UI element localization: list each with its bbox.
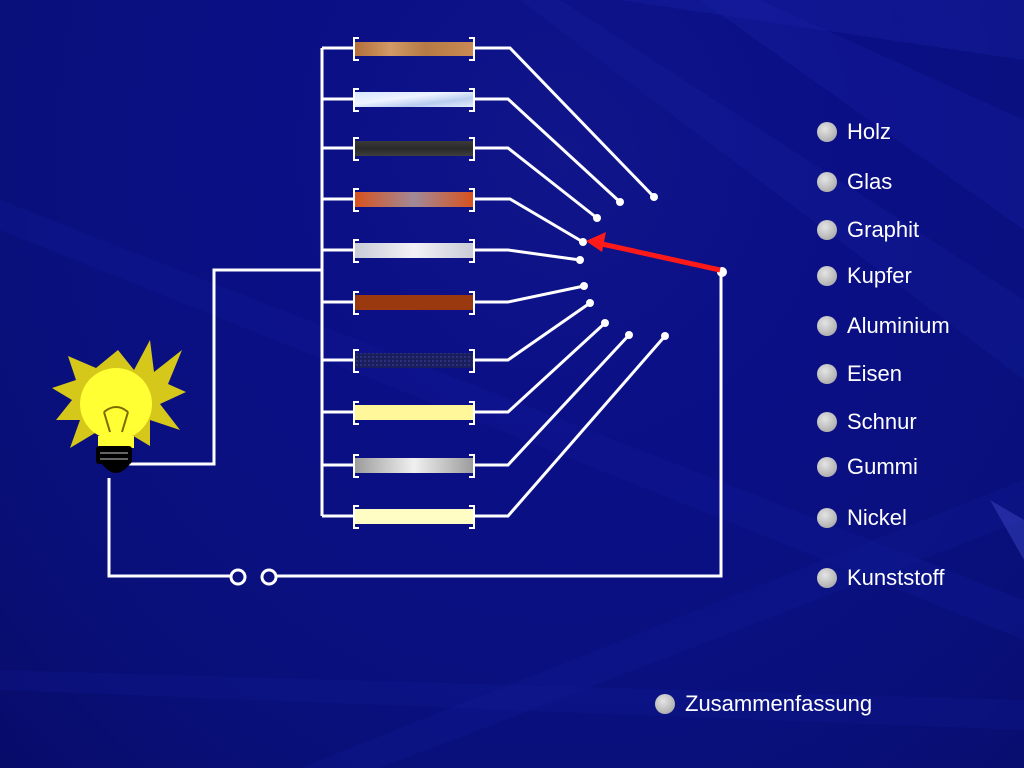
summary-label: Zusammenfassung [685,691,873,716]
rung-kupfer [322,192,587,246]
sample-gummi [355,405,473,420]
bullet-icon [817,122,837,142]
material-button-aluminium[interactable]: Aluminium [817,314,950,338]
material-label: Gummi [847,454,918,479]
red-arrow-pointer-icon [586,232,721,273]
bullet-icon [817,457,837,477]
material-button-eisen[interactable]: Eisen [817,362,902,386]
material-label: Kupfer [847,263,912,288]
sample-brackets [353,37,475,529]
material-label: Glas [847,169,893,194]
material-button-nickel[interactable]: Nickel [817,506,907,530]
sample-kunststoff [355,509,473,524]
material-button-glas[interactable]: Glas [817,170,892,194]
material-label: Kunststoff [847,565,945,590]
bullet-icon [817,508,837,528]
rung-nickel [322,331,633,473]
material-button-holz[interactable]: Holz [817,120,891,144]
bullet-icon [817,364,837,384]
sample-holz [355,42,473,56]
sample-glas [355,92,473,107]
sample-aluminium [355,243,473,258]
material-button-graphit[interactable]: Graphit [817,218,919,242]
bullet-icon [817,412,837,432]
rung-eisen [322,282,588,310]
bullet-icon [655,694,675,714]
sample-schnur [355,353,473,368]
material-label: Nickel [847,505,907,530]
switch-contacts-icon [229,568,278,586]
rung-aluminium [322,243,584,264]
summary-button[interactable]: Zusammenfassung [655,692,872,716]
rung-kunststoff [322,332,669,524]
bullet-icon [817,316,837,336]
rung-holz [322,42,658,201]
sample-kupfer [355,192,473,207]
material-label: Graphit [847,217,920,242]
bullet-icon [817,172,837,192]
material-label: Holz [847,119,892,144]
rung-graphit [322,141,601,222]
rung-glas [322,92,624,206]
material-label: Schnur [847,409,917,434]
light-bulb-icon [52,340,186,473]
rung-schnur [322,299,594,368]
bullet-icon [817,266,837,286]
sample-nickel [355,458,473,473]
sample-eisen [355,295,473,310]
bullet-icon [817,568,837,588]
material-label: Aluminium [847,313,950,338]
material-button-kunststoff[interactable]: Kunststoff [817,566,944,590]
material-button-kupfer[interactable]: Kupfer [817,264,912,288]
rung-gummi [322,319,609,420]
bullet-icon [817,220,837,240]
material-button-schnur[interactable]: Schnur [817,410,917,434]
material-button-gummi[interactable]: Gummi [817,455,918,479]
material-label: Eisen [847,361,903,386]
sample-graphit [355,141,473,156]
